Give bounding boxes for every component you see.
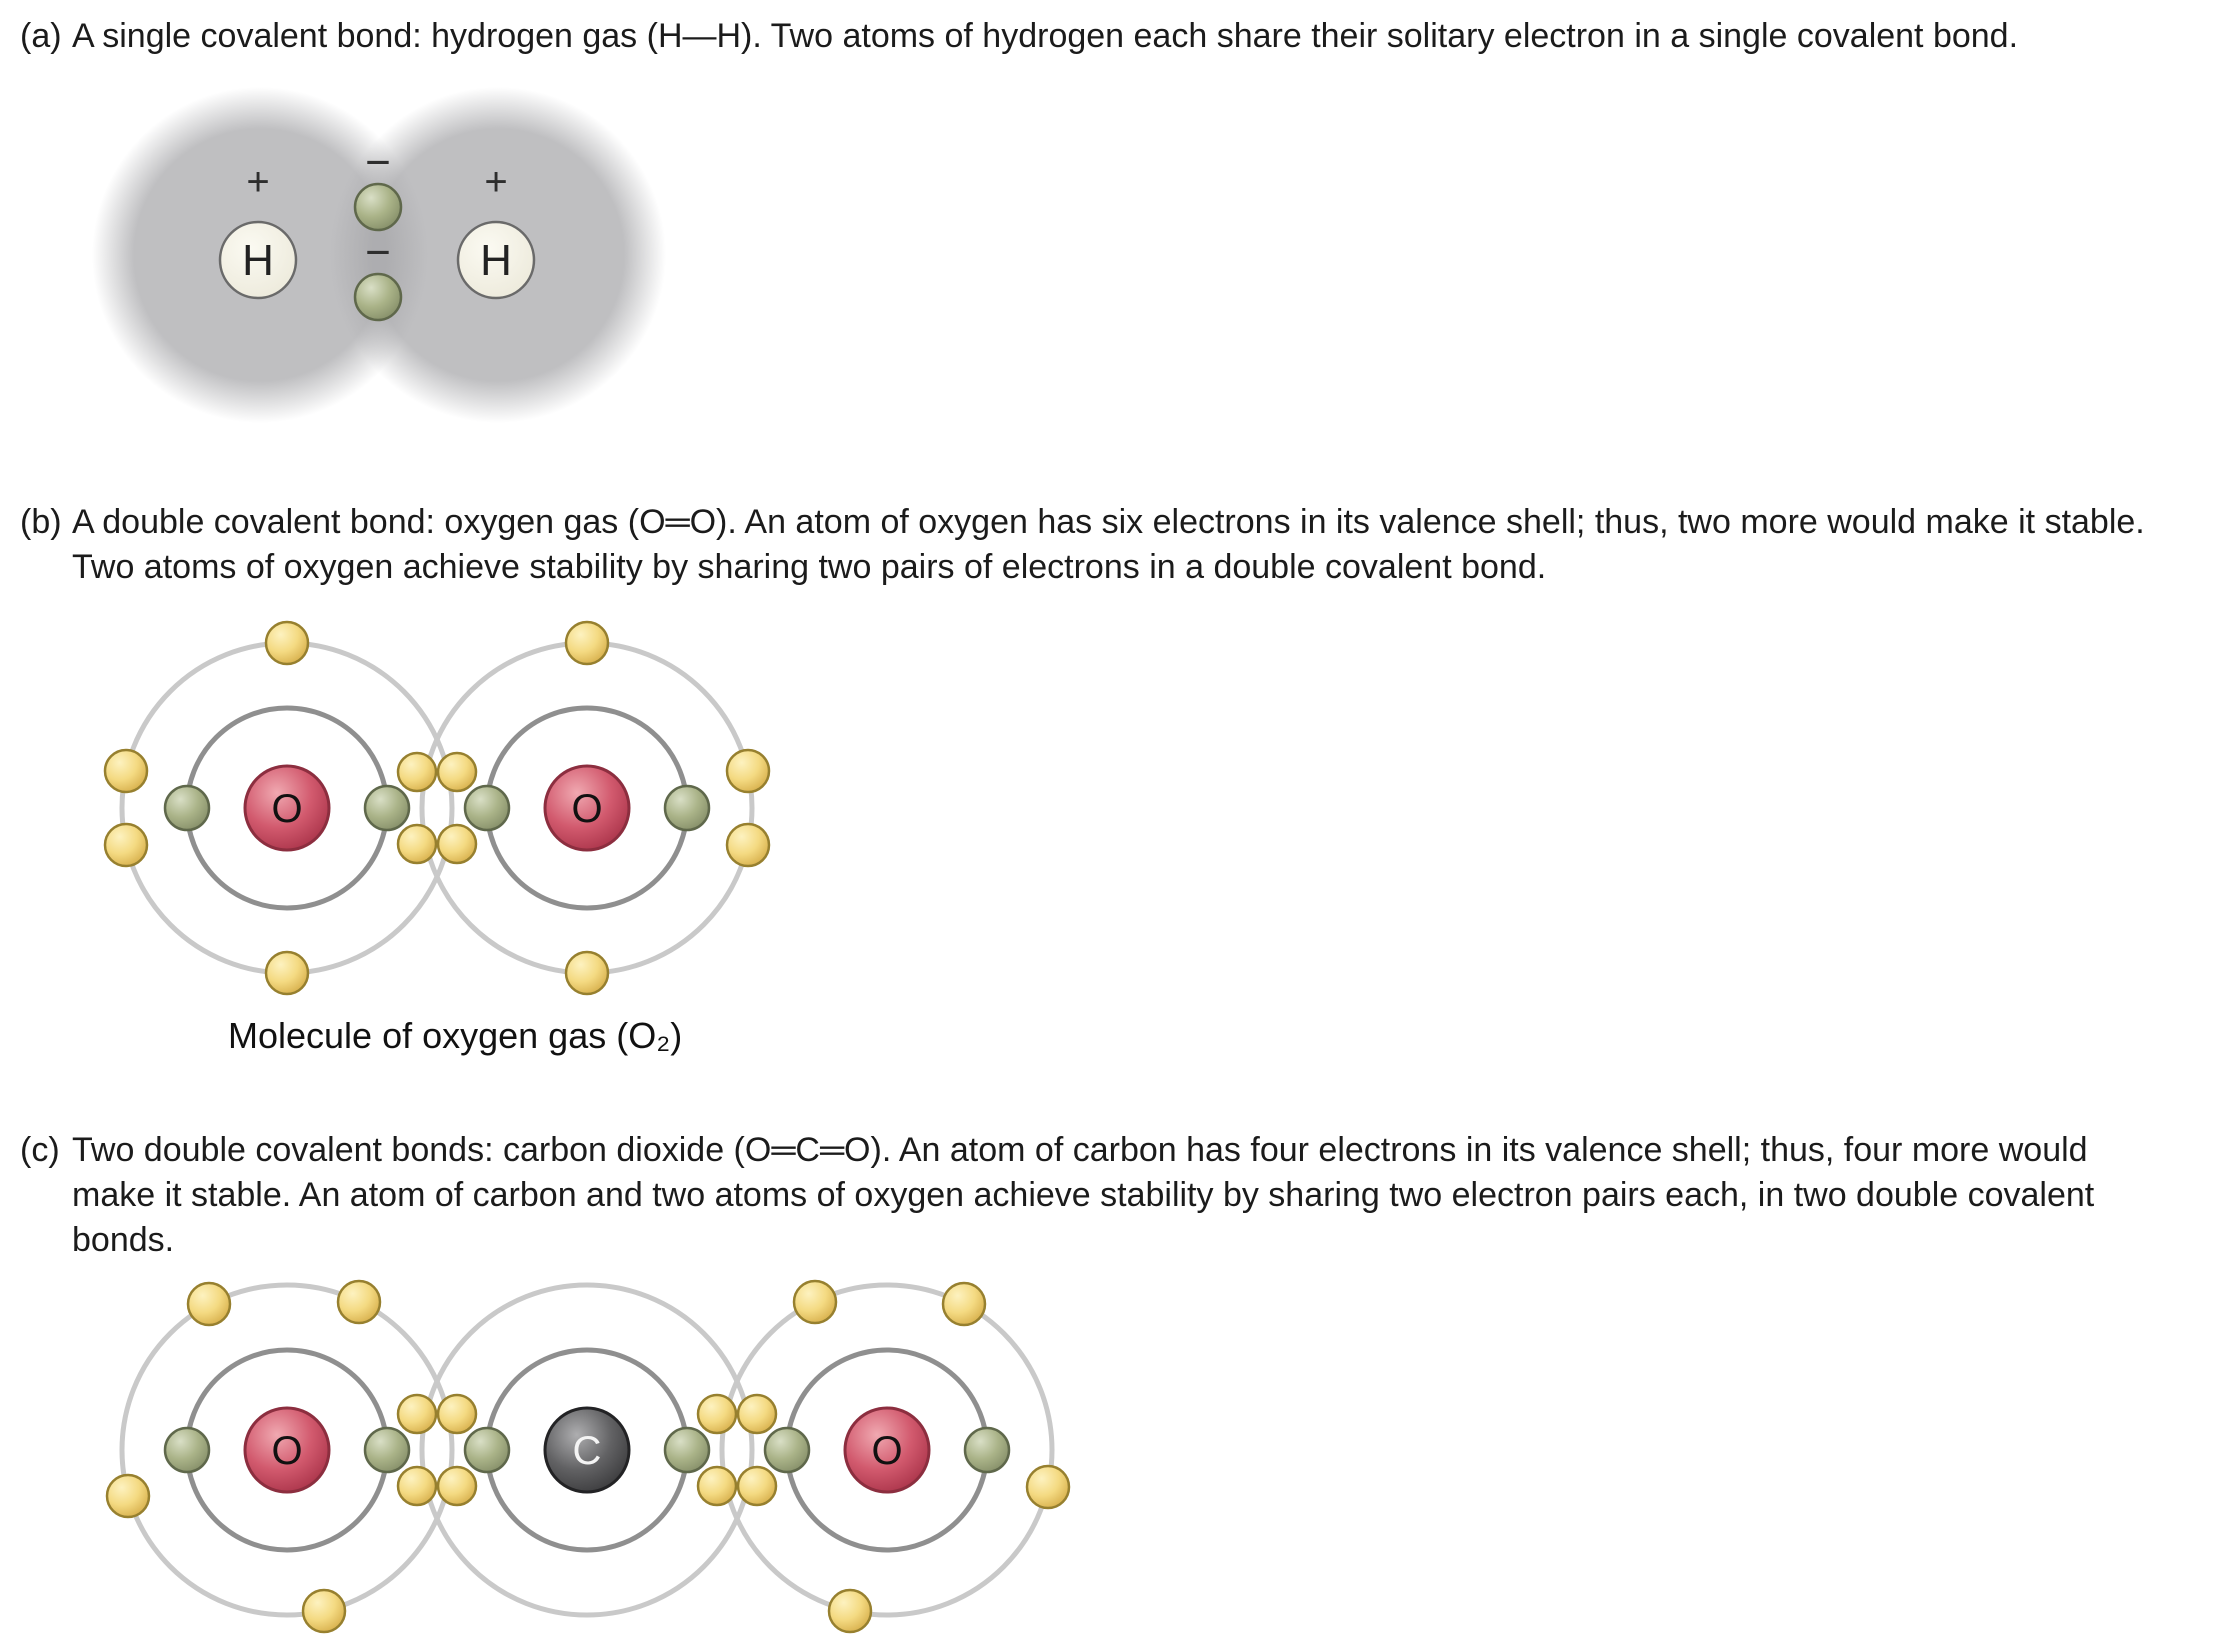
oxygen-atom-left: O	[105, 1279, 455, 1634]
oxygen-molecule-diagram: O O	[103, 620, 771, 996]
valence-electron	[827, 1588, 873, 1634]
shared-electron	[436, 1465, 478, 1507]
outer-electron-shell	[419, 1282, 755, 1618]
inner-shell-electron	[363, 1426, 411, 1474]
oxygen-nucleus-label: O	[571, 787, 602, 831]
valence-electron	[1025, 1464, 1071, 1510]
valence-electron	[103, 822, 149, 868]
inner-shell-electron	[163, 784, 211, 832]
section-c-heading: (c) Two double covalent bonds: carbon dio…	[20, 1128, 2150, 1263]
section-a-label: (a)	[20, 17, 62, 55]
shared-electron-pair: − −	[353, 138, 403, 322]
valence-electron	[725, 822, 771, 868]
valence-electron	[186, 1281, 232, 1327]
oxygen-atom-right: O	[419, 620, 771, 996]
shared-electron	[696, 1465, 738, 1507]
valence-electron	[301, 1588, 347, 1634]
plus-charge-label: +	[246, 160, 269, 204]
shared-electron	[736, 1465, 778, 1507]
plus-charge-label: +	[484, 160, 507, 204]
valence-electron	[264, 950, 310, 996]
hydrogen-atom-right: + H	[456, 160, 536, 300]
oxygen-nucleus-label: O	[271, 787, 302, 831]
hydrogen-atom-circle	[218, 220, 298, 300]
carbon-atom: C	[419, 1282, 755, 1618]
outer-electron-shell	[119, 1282, 455, 1618]
valence-electron	[941, 1281, 987, 1327]
section-b-description: A double covalent bond: oxygen gas (O═O)…	[72, 503, 2145, 586]
inner-shell-electron	[663, 1426, 711, 1474]
shared-electron	[436, 823, 478, 865]
inner-shell-electron	[963, 1426, 1011, 1474]
hydrogen-atom-circle	[456, 220, 536, 300]
shared-electron	[353, 182, 403, 232]
section-c-description: Two double covalent bonds: carbon dioxid…	[72, 1131, 2095, 1259]
hydrogen-molecule-diagram: + H + H − −	[92, 87, 666, 423]
section-b-label: (b)	[20, 503, 62, 541]
valence-electron	[564, 950, 610, 996]
valence-electron	[564, 620, 610, 666]
oxygen-atom-left: O	[103, 620, 455, 996]
valence-electron	[792, 1279, 838, 1325]
hydrogen-atom-label: H	[242, 236, 274, 285]
oxygen-nucleus	[843, 1406, 931, 1494]
minus-charge-label: −	[365, 228, 391, 277]
valence-electron	[103, 748, 149, 794]
shared-electron	[736, 1393, 778, 1435]
shared-electron	[396, 751, 438, 793]
inner-shell-electron	[163, 1426, 211, 1474]
shared-electron	[436, 1393, 478, 1435]
shared-electron	[436, 751, 478, 793]
valence-electron	[725, 748, 771, 794]
hydrogen-atom-label: H	[480, 236, 512, 285]
shared-electron	[696, 1393, 738, 1435]
valence-electron	[264, 620, 310, 666]
oxygen-nucleus	[243, 1406, 331, 1494]
section-c-label: (c)	[20, 1131, 60, 1169]
valence-electron	[336, 1279, 382, 1325]
inner-shell-electron	[763, 1426, 811, 1474]
section-b-heading: (b) A double covalent bond: oxygen gas (O…	[20, 500, 2170, 590]
valence-electron	[105, 1473, 151, 1519]
carbon-nucleus-label: C	[573, 1429, 602, 1473]
shared-electron	[353, 272, 403, 322]
minus-charge-label: −	[365, 138, 391, 187]
section-a-description: A single covalent bond: hydrogen gas (H—…	[72, 17, 2019, 55]
inner-shell-electron	[463, 784, 511, 832]
oxygen-nucleus-label: O	[871, 1429, 902, 1473]
oxygen-atom-right: O	[719, 1279, 1071, 1634]
inner-shell-electron	[363, 784, 411, 832]
oxygen-nucleus	[243, 764, 331, 852]
hydrogen-atom-left: + H	[218, 160, 298, 300]
inner-shell-electron	[663, 784, 711, 832]
shared-electron	[396, 1393, 438, 1435]
outer-electron-shell	[719, 1282, 1055, 1618]
carbon-dioxide-molecule-diagram: O C O	[105, 1279, 1071, 1634]
oxygen-nucleus-label: O	[271, 1429, 302, 1473]
shared-electron	[396, 1465, 438, 1507]
oxygen-molecule-caption: Molecule of oxygen gas (O₂)	[228, 1015, 683, 1056]
carbon-nucleus	[543, 1406, 631, 1494]
inner-shell-electron	[463, 1426, 511, 1474]
shared-electron	[396, 823, 438, 865]
section-a-heading: (a) A single covalent bond: hydrogen gas …	[20, 14, 2210, 59]
oxygen-nucleus	[543, 764, 631, 852]
